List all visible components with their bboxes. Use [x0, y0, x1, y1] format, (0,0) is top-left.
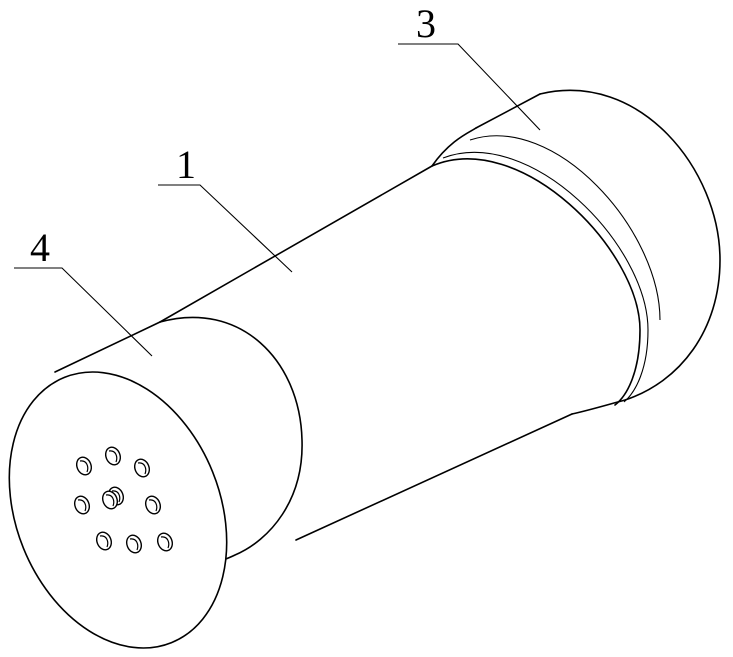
vent-hole-bore — [111, 490, 121, 503]
leader-lines — [14, 43, 541, 357]
front-end-face — [8, 371, 228, 649]
leader-line-4 — [14, 267, 153, 357]
front-cap — [8, 316, 303, 649]
vent-hole-bore — [160, 536, 170, 549]
rear-groove — [431, 135, 661, 406]
label-rear-cap: 3 — [416, 1, 436, 46]
vent-hole-bore — [99, 535, 109, 548]
vent-hole-bore — [108, 450, 118, 463]
rear-cap — [431, 89, 721, 415]
label-front-cap: 4 — [30, 225, 50, 270]
vent-hole-bore — [129, 538, 139, 551]
front-face-holes — [73, 446, 174, 554]
vent-hole-bore — [148, 499, 158, 512]
leader-line-3 — [398, 43, 541, 131]
vent-hole-bore — [137, 462, 147, 475]
cylinder-body — [159, 165, 573, 541]
vent-hole-bore — [79, 460, 89, 473]
vent-hole-bore — [105, 494, 115, 507]
vent-hole-bore — [77, 499, 87, 512]
leader-line-1 — [158, 184, 293, 273]
label-body: 1 — [176, 142, 196, 187]
